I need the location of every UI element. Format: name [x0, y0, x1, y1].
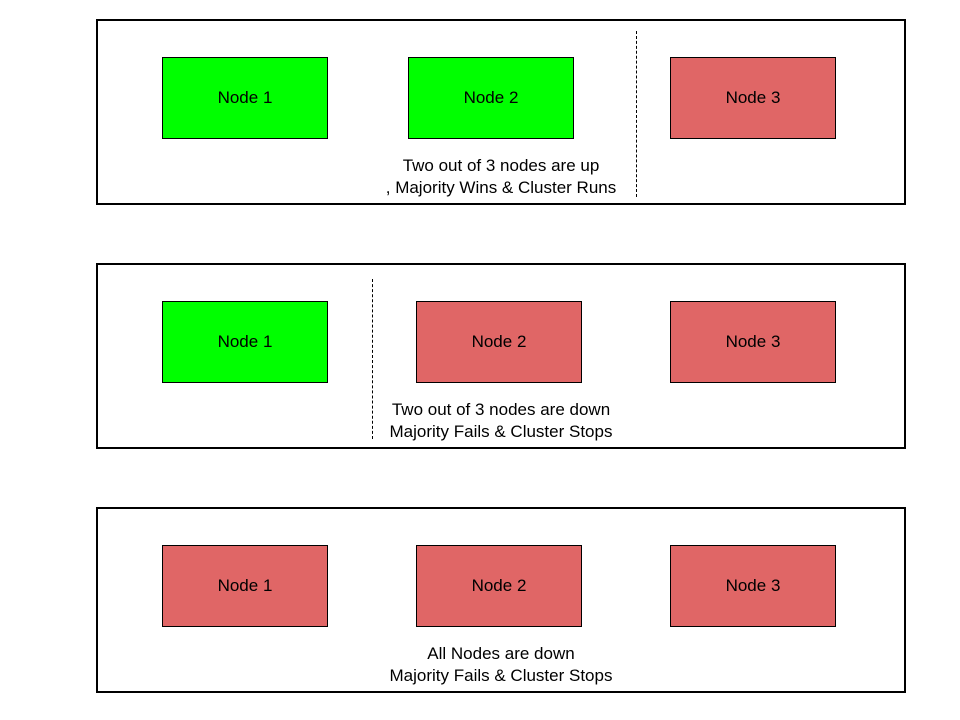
scenario-caption: All Nodes are down Majority Fails & Clus… [98, 643, 904, 687]
scenario-caption: Two out of 3 nodes are up , Majority Win… [98, 155, 904, 199]
scenario-caption: Two out of 3 nodes are down Majority Fai… [98, 399, 904, 443]
node-3-box: Node 3 [670, 57, 836, 139]
node-2-box: Node 2 [416, 301, 582, 383]
node-3-box: Node 3 [670, 545, 836, 627]
partition-divider [372, 279, 373, 439]
node-2-box: Node 2 [408, 57, 574, 139]
scenario-majority-up: Node 1 Node 2 Node 3 Two out of 3 nodes … [96, 19, 906, 205]
caption-line-1: All Nodes are down [427, 644, 575, 663]
caption-line-2: Majority Fails & Cluster Stops [389, 422, 613, 441]
node-1-box: Node 1 [162, 301, 328, 383]
node-1-box: Node 1 [162, 57, 328, 139]
node-2-box: Node 2 [416, 545, 582, 627]
partition-divider [636, 31, 637, 197]
node-1-box: Node 1 [162, 545, 328, 627]
caption-line-2: Majority Fails & Cluster Stops [389, 666, 613, 685]
caption-line-1: Two out of 3 nodes are down [391, 400, 611, 419]
scenario-all-down: Node 1 Node 2 Node 3 All Nodes are down … [96, 507, 906, 693]
caption-line-2: , Majority Wins & Cluster Runs [385, 178, 617, 197]
node-3-box: Node 3 [670, 301, 836, 383]
scenario-majority-down: Node 1 Node 2 Node 3 Two out of 3 nodes … [96, 263, 906, 449]
caption-line-1: Two out of 3 nodes are up [402, 156, 600, 175]
